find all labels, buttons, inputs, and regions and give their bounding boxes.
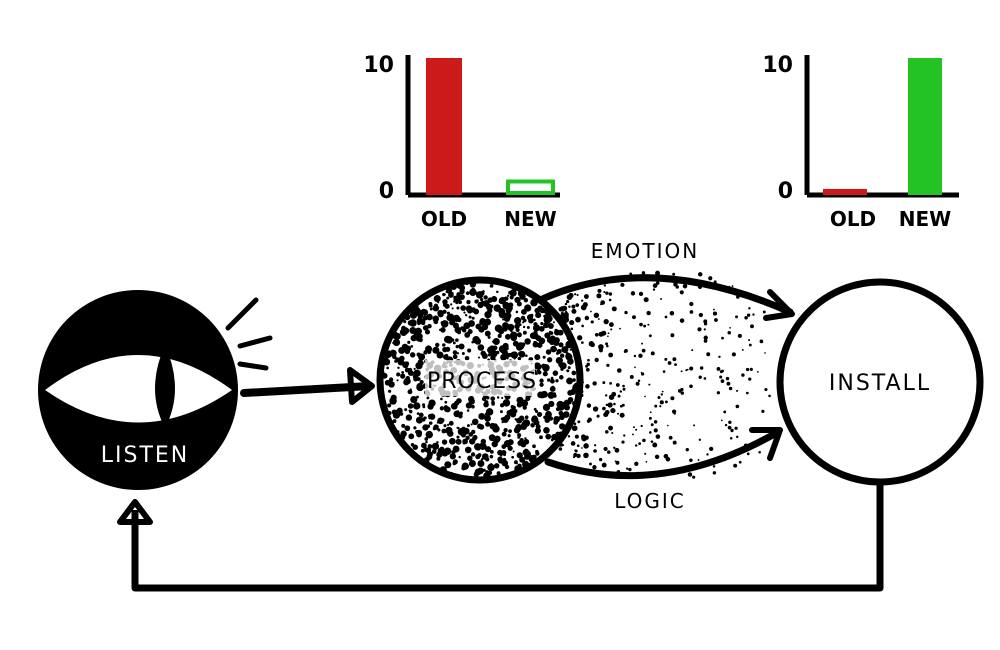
listen-node: LISTEN xyxy=(38,290,238,490)
emotion-arrowhead-icon xyxy=(763,289,795,321)
dots-spray xyxy=(557,270,771,479)
process-label: PROCESS xyxy=(427,369,537,394)
x-tick-label: NEW xyxy=(899,207,951,231)
sound-rays-icon xyxy=(225,297,273,371)
install-node: INSTALL xyxy=(776,278,984,486)
install-to-listen-arrow xyxy=(131,484,884,592)
y-tick-label: 10 xyxy=(762,53,793,78)
eye-icon xyxy=(45,355,232,423)
listen-label: LISTEN xyxy=(101,443,190,468)
bar-old xyxy=(823,188,867,195)
bar-new xyxy=(506,179,555,195)
logic-label: LOGIC xyxy=(614,489,686,513)
bar-old xyxy=(426,58,462,195)
logic-arrowhead-icon xyxy=(749,427,783,461)
logic-arrow xyxy=(544,428,782,480)
install-label: INSTALL xyxy=(829,371,931,396)
emotion-label: EMOTION xyxy=(591,239,699,263)
process-node: PROCESS xyxy=(376,276,584,484)
emotion-arrow xyxy=(536,274,794,316)
arrowhead-icon xyxy=(347,367,375,405)
x-tick-label: OLD xyxy=(830,207,876,231)
y-tick-label: 0 xyxy=(379,179,394,204)
x-tick-label: NEW xyxy=(504,207,556,231)
x-tick-label: OLD xyxy=(421,207,467,231)
feedback-arrowhead-icon xyxy=(117,499,153,525)
y-tick-label: 0 xyxy=(778,179,793,204)
bar-new xyxy=(908,58,942,195)
y-tick-label: 10 xyxy=(363,53,394,78)
